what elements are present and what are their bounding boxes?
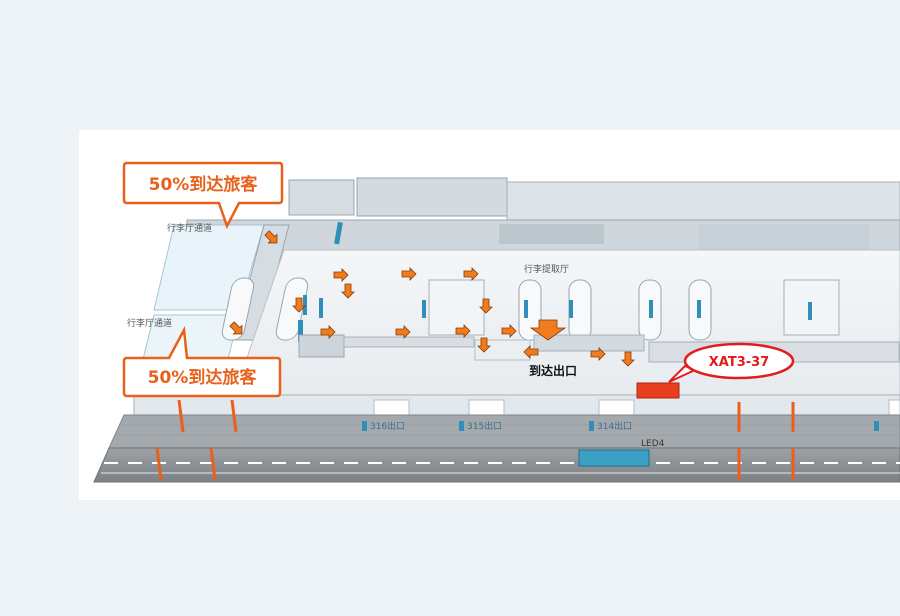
led-screen xyxy=(578,449,650,467)
ad-position-label: XAT3-37 xyxy=(709,355,769,370)
corridor-label-top: 行李厅通道 xyxy=(167,222,212,234)
sidewalk-tiles xyxy=(115,424,900,436)
exit-signs: 316出口 315出口 314出口 xyxy=(362,420,879,432)
back-structures xyxy=(186,177,900,251)
callout-top-text: 50%到达旅客 xyxy=(149,174,259,195)
corridor-label-bottom: 行李厅通道 xyxy=(127,317,172,329)
exit-label-314: 314出口 xyxy=(597,420,632,432)
front-facade xyxy=(133,394,900,416)
passenger-flow-arrows xyxy=(227,228,635,367)
led-label: LED4 xyxy=(641,439,665,449)
baggage-carousels xyxy=(221,221,840,342)
callout-bottom: 50%到达旅客 xyxy=(122,325,282,398)
exit-label-315: 315出口 xyxy=(467,420,502,432)
terminal-map-panel: LED4 316出口 315出口 314出口 行李厅通道 行李厅通道 行李提取厅… xyxy=(79,130,900,500)
callout-top: 50%到达旅客 xyxy=(122,161,284,230)
main-exit-arrow xyxy=(529,319,567,341)
ad-callout: XAT3-37 xyxy=(668,342,795,383)
ad-position-marker xyxy=(636,382,680,399)
arrival-exit-label: 到达出口 xyxy=(529,363,577,378)
pillars xyxy=(155,399,795,481)
exit-label-316: 316出口 xyxy=(370,420,405,432)
baggage-hall-label: 行李提取厅 xyxy=(524,263,569,275)
callout-bottom-text: 50%到达旅客 xyxy=(148,367,258,388)
sidewalk xyxy=(108,414,900,449)
terminal-floor-plan: LED4 316出口 315出口 314出口 行李厅通道 行李厅通道 行李提取厅… xyxy=(93,161,900,483)
